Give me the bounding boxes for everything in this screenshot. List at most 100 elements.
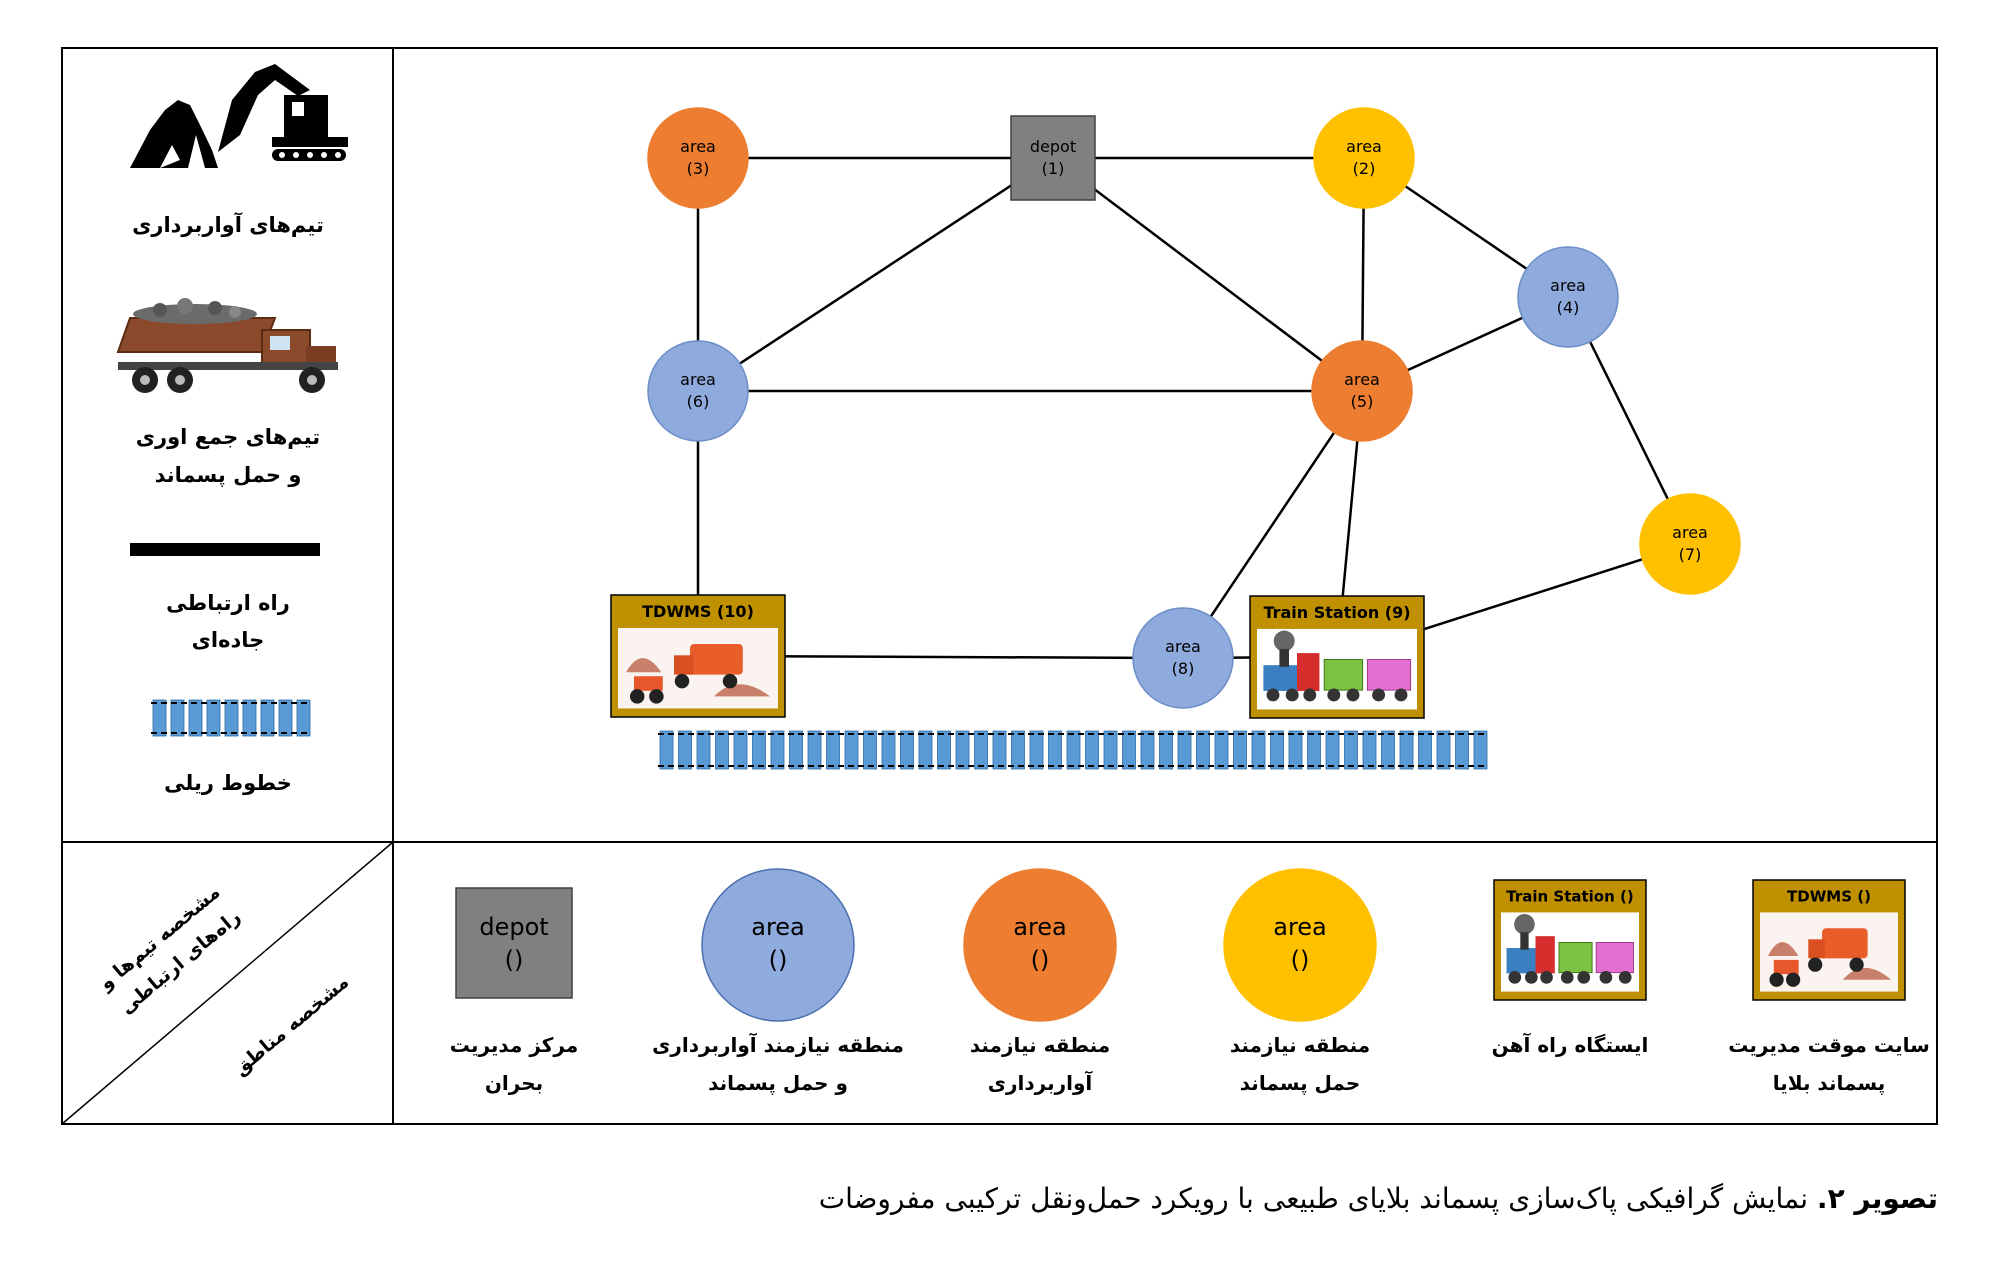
rail-tie: [1085, 730, 1099, 770]
road-label-1: راه ارتباطی: [166, 591, 290, 615]
node-number: (2): [1353, 159, 1376, 178]
wheel: [1599, 971, 1613, 984]
locomotive: [1263, 665, 1302, 691]
node-label: area: [680, 137, 716, 156]
legend-description-2: حمل پسماند: [1240, 1071, 1360, 1096]
wheel: [1808, 957, 1823, 972]
smoke: [1273, 630, 1295, 652]
wheel: [1346, 688, 1360, 702]
rail-tie: [1251, 730, 1266, 770]
road-legend-line: [130, 543, 320, 556]
locomotive: [1506, 948, 1540, 974]
legend-blue: area (): [701, 868, 855, 1022]
legend-description-1: منطقه نیازمند: [970, 1033, 1110, 1057]
rail-tie: [974, 730, 988, 770]
node-4: area(4): [1517, 246, 1619, 348]
rail-tie: [900, 730, 914, 770]
corner-top-label: مشخصه تیم‌ها و راه‌های ارتباطی: [94, 881, 244, 1019]
rail-tie: [1436, 730, 1451, 770]
road-label-2: جاده‌ای: [192, 628, 265, 652]
wheel: [629, 689, 645, 704]
wheel: [1266, 688, 1280, 702]
debris-pile: [1768, 942, 1799, 956]
main-rail-line: [658, 730, 1488, 770]
node-number: (1): [1042, 159, 1065, 178]
legend-description-1: منطقه نیازمند: [1230, 1033, 1370, 1057]
smoke: [1514, 913, 1535, 935]
legend-description-2: آواربرداری: [988, 1070, 1094, 1095]
excavation-teams-label: تیم‌های آواربرداری: [132, 212, 324, 237]
wheel: [1785, 972, 1801, 987]
wheel: [1327, 688, 1341, 702]
rail-tie: [188, 699, 203, 737]
caption-bold: تصویر ۲.: [1816, 1182, 1938, 1215]
wagon-pink: [1595, 941, 1634, 974]
rail-tie: [170, 699, 185, 737]
node-10-label: TDWMS (10): [642, 602, 754, 621]
node-9-label: Train Station (9): [1263, 603, 1410, 622]
node-8: area(8): [1132, 607, 1234, 709]
node-10: TDWMS (10): [610, 594, 786, 718]
rail-tie: [1177, 730, 1192, 770]
node-3: area(3): [647, 107, 749, 209]
rail-tie: [1270, 730, 1284, 770]
legend-description-2: بحران: [485, 1071, 543, 1095]
wagon-pink: [1366, 659, 1412, 691]
legend-box-sub: (): [1031, 946, 1050, 974]
area-circle: [1639, 493, 1741, 595]
rail-tie: [1344, 730, 1358, 770]
corner-diagonal: [61, 841, 394, 1125]
wheel: [722, 673, 738, 689]
area-circle: [1311, 340, 1413, 442]
rail-tie: [807, 730, 822, 770]
area-circle: [647, 340, 749, 442]
node-2: area (2): [1313, 107, 1415, 209]
rail-tie: [1140, 730, 1155, 770]
legend-train-label: Train Station (): [1506, 888, 1633, 906]
rail-tie: [1029, 730, 1044, 770]
rail-tie: [1103, 730, 1118, 770]
legend-tdwms: TDWMS (): [1752, 879, 1906, 1001]
legend-tdwms-label: TDWMS (): [1787, 888, 1871, 906]
truck-body: [1822, 928, 1868, 959]
diagram-frame: [61, 47, 1938, 1125]
road-network: [696, 156, 1692, 660]
road-edge: [1052, 157, 1363, 392]
rail-tie: [659, 730, 674, 770]
wheel: [1508, 971, 1522, 984]
rail-tie: [752, 730, 766, 770]
node-label: area: [1344, 370, 1380, 389]
rail-tie: [242, 699, 257, 737]
rail-tie: [881, 730, 896, 770]
wheel: [1560, 971, 1574, 984]
legend-box-sub: (): [505, 946, 524, 974]
rail-tie: [863, 730, 877, 770]
corner-bottom-label: مشخصه مناطق: [229, 971, 353, 1080]
rail-tie: [1196, 730, 1210, 770]
truck-cab: [1808, 939, 1825, 959]
node-6: area(6): [647, 340, 749, 442]
node-5: area (5): [1311, 340, 1413, 442]
rail-tie: [1288, 730, 1303, 770]
legend-description-1: منطقه نیازمند آواربرداری: [652, 1032, 904, 1057]
collection-teams-label-1: تیم‌های جمع اوری: [136, 425, 320, 449]
rail-tie: [955, 730, 970, 770]
caption-text: نمایش گرافیکی پاک‌سازی پسماند بلایای طبی…: [818, 1182, 1809, 1215]
wheel: [1769, 972, 1784, 987]
road-edge: [697, 156, 1054, 393]
legend-box-label: area: [751, 913, 805, 941]
wheel: [1303, 688, 1317, 702]
svg-text:مشخصه مناطق: مشخصه مناطق: [229, 971, 353, 1080]
wheel: [1525, 971, 1538, 984]
node-label: area: [680, 370, 716, 389]
node-7: area(7): [1639, 493, 1741, 595]
legend-box-sub: (): [769, 946, 788, 974]
node-label: area: [1346, 137, 1382, 156]
wheel: [1849, 957, 1864, 972]
node-number: (5): [1351, 392, 1374, 411]
truck-cab: [674, 655, 694, 675]
wheel: [674, 673, 690, 689]
legend-yellow: area(): [1223, 868, 1377, 1022]
loco-cab: [1297, 653, 1320, 691]
